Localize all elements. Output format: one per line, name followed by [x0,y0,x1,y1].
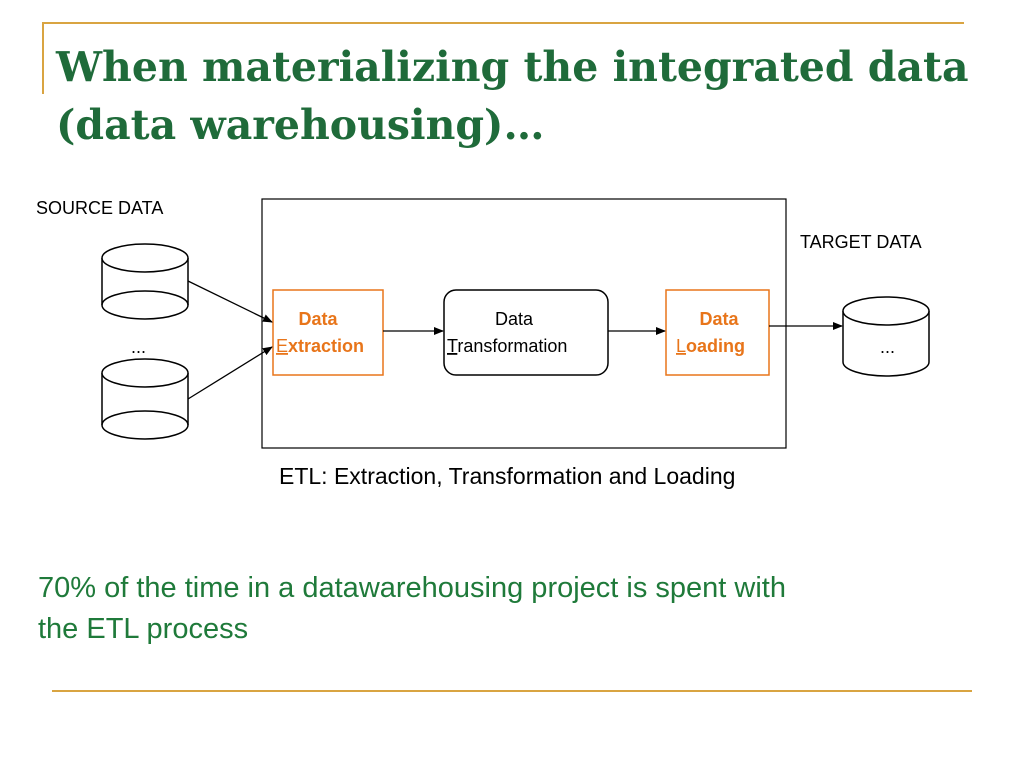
target-database-cylinder [842,296,930,377]
footer-accent-line [52,690,972,692]
etl-process-container [261,198,787,449]
target-ellipsis: ... [880,337,895,357]
extraction-line-1: Data [298,309,338,329]
slide-title: When materializing the integrated data (… [56,38,996,154]
arrow-source2-to-extraction [187,346,273,400]
source-database-cylinder-1 [101,243,189,320]
loading-line-2: Loading [676,336,745,356]
arrow-source1-to-extraction [187,280,273,323]
title-accent-vertical-line [42,22,44,94]
title-accent-top-line [42,22,964,24]
transformation-line-2: Transformation [447,336,567,356]
source-data-label: SOURCE DATA [36,198,163,218]
etl-time-note: 70% of the time in a datawarehousing pro… [38,568,958,650]
slide-title-line-1: When materializing the integrated data [56,43,969,91]
target-data-label: TARGET DATA [800,232,922,252]
loading-line-1: Data [699,309,739,329]
source-database-cylinder-2 [101,358,189,440]
extraction-line-2: Extraction [276,336,364,356]
transformation-box [443,289,609,376]
extraction-box [272,289,384,376]
etl-caption: ETL: Extraction, Transformation and Load… [279,463,736,489]
transformation-line-1: Data [495,309,534,329]
etl-time-note-line-2: the ETL process [38,613,249,646]
source-ellipsis: ... [131,337,146,357]
etl-time-note-line-1: 70% of the time in a datawarehousing pro… [38,572,786,604]
slide-title-line-2: (data warehousing)… [56,101,545,150]
loading-box [665,289,770,376]
